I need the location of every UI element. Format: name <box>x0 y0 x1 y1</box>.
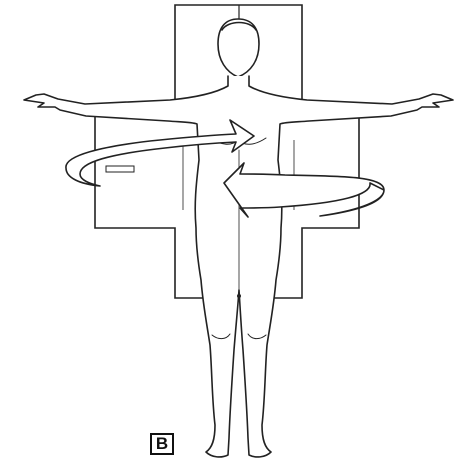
panel-label: B <box>150 433 174 455</box>
human-figure <box>24 19 453 457</box>
